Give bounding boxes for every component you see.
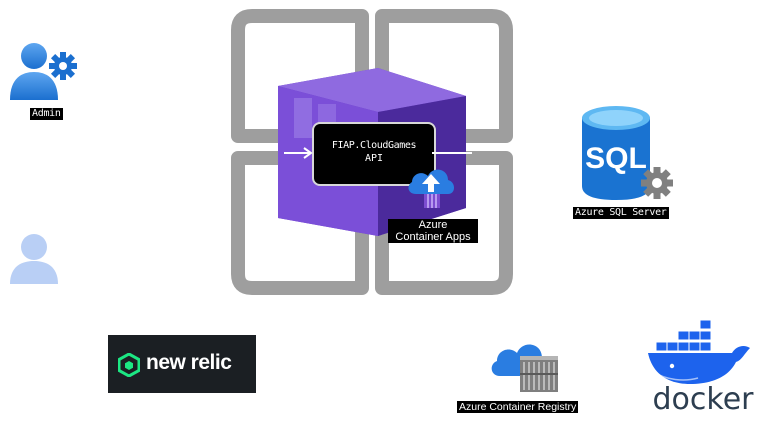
sql-text: SQL: [585, 142, 647, 175]
newrelic-text: new relic: [146, 351, 232, 374]
gear-icon: [641, 167, 673, 199]
container-registry-icon: [491, 344, 558, 392]
api-label-line1: FIAP.CloudGames: [331, 140, 417, 151]
container-apps-frame: [231, 9, 513, 295]
sql-database-icon: SQL: [582, 106, 673, 200]
arrow-in-icon: [284, 147, 313, 159]
newrelic-logo: new relic: [108, 335, 256, 393]
api-label-line2: API: [364, 153, 384, 164]
container-apps-label: Azure Container Apps: [388, 219, 478, 243]
container-apps-label-line1: Azure: [418, 219, 448, 231]
container-apps-label-line2: Container Apps: [395, 231, 471, 243]
sql-label: Azure SQL Server: [573, 207, 669, 219]
admin-user-gear-icon: [10, 43, 77, 100]
docker-text: docker: [653, 382, 755, 414]
user-icon: [10, 234, 58, 284]
docker-whale-logo: docker: [648, 319, 755, 414]
container-apps-cloud-icon: [408, 169, 454, 208]
newrelic-hex-icon: [118, 353, 140, 377]
registry-label: Azure Container Registry: [457, 401, 579, 413]
connector-line: [432, 152, 472, 154]
admin-label: Admin: [30, 108, 63, 120]
